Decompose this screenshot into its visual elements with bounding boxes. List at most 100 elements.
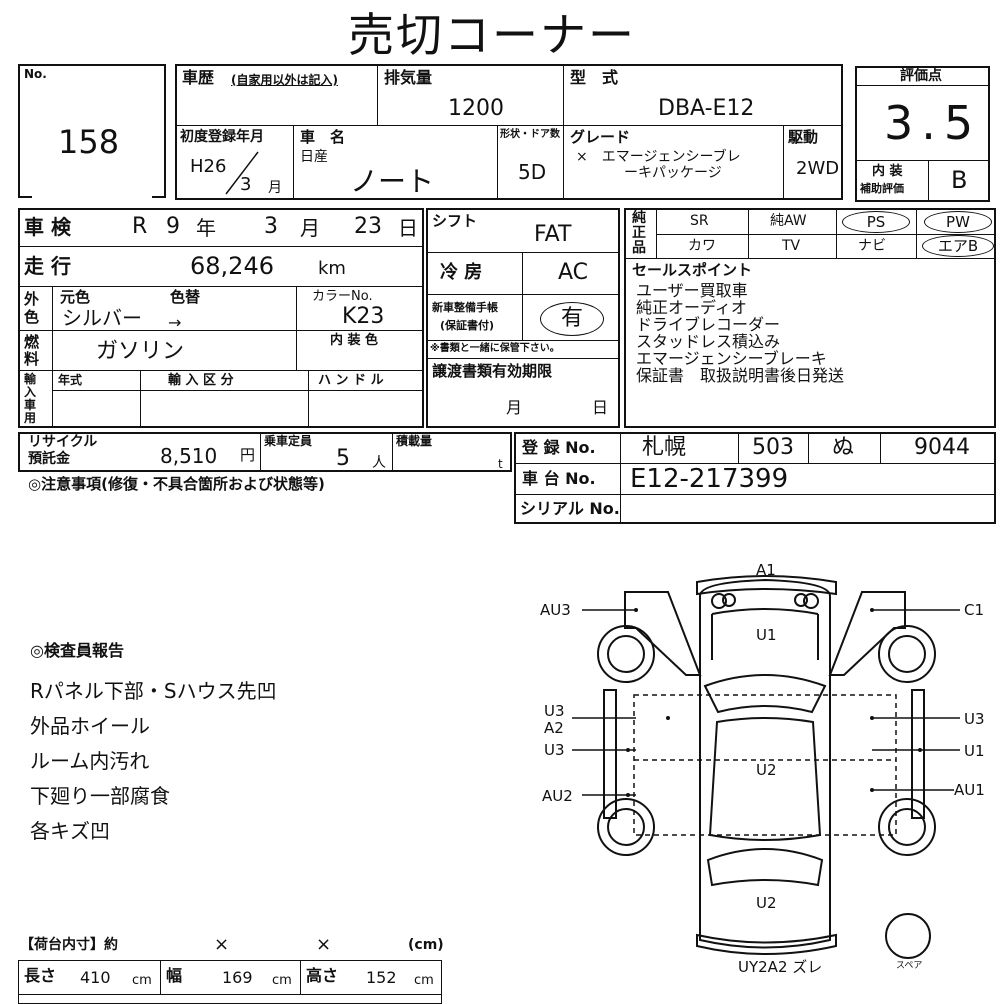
serial-label: シリアル No. — [520, 499, 620, 518]
import-handle-label: ハ ン ド ル — [318, 373, 384, 388]
inspector-line: ルーム内汚れ — [30, 749, 150, 773]
history-label: 車歴 — [182, 68, 215, 87]
cargo-length-cm: cm — [132, 973, 152, 988]
inspector-line: 下廻り一部腐食 — [30, 784, 170, 808]
color-code: K23 — [342, 304, 385, 329]
warranty-value: 有 — [540, 302, 604, 336]
color-value: シルバー — [62, 306, 142, 330]
recycle-label2: 預託金 — [28, 451, 70, 467]
color-side-label: 外色 — [24, 290, 46, 326]
registration-class: 503 — [752, 435, 794, 460]
color-orig-label: 元色 — [60, 288, 91, 306]
label-left-front: AU3 — [540, 601, 571, 619]
no-value: 158 — [58, 123, 120, 161]
fuel-label: 燃料 — [24, 334, 46, 368]
label-left-door-front: U3 — [544, 702, 565, 720]
rating-label: 評価点 — [900, 68, 942, 84]
equipment-label-text: 純正品 — [632, 210, 646, 256]
equip-sr: SR — [690, 213, 709, 229]
inspector-line: 外品ホイール — [30, 714, 150, 738]
inspector-line: 各キズ凹 — [30, 819, 110, 843]
selling-point-item: ユーザー買取車 — [636, 281, 748, 300]
cargo-times2: × — [316, 934, 332, 955]
label-roof: U2 — [756, 761, 777, 779]
label-left-door-rear: U3 — [544, 741, 565, 759]
car-name-value: ノート — [350, 165, 435, 198]
interior-rating-label1: 内 装 — [872, 164, 903, 179]
warranty-label1: 新車整備手帳 — [432, 301, 498, 314]
label-spare: スペア — [896, 961, 922, 971]
label-right-front: C1 — [964, 601, 984, 619]
cargo-times1: × — [214, 934, 230, 955]
label-right-rear: AU1 — [954, 781, 985, 799]
transfer-docs-label: 譲渡書類有効期限 — [432, 362, 553, 380]
cargo-height: 152 — [366, 968, 397, 987]
registration-table — [514, 432, 996, 524]
cargo-length: 410 — [80, 968, 111, 987]
inspection-month: 3 — [264, 214, 278, 239]
interior-rating-value: B — [951, 166, 968, 194]
selling-point-item: ドライブレコーダー — [636, 315, 781, 334]
car-name-label: 車 名 — [300, 128, 346, 146]
selling-point-item: 保証書 取扱説明書後日発送 — [636, 366, 845, 385]
color-side-label-text: 外色 — [24, 290, 40, 326]
first-reg-slash — [225, 151, 259, 195]
label-hood: U1 — [756, 626, 777, 644]
interior-color-label: 内 装 色 — [330, 333, 379, 348]
selling-points-list: ユーザー買取車 純正オーディオ ドライブレコーダー スタッドレス積込み エマージ… — [636, 282, 844, 384]
import-type-label: 輸 入 区 分 — [168, 373, 234, 388]
equip-leather: カワ — [688, 238, 716, 254]
cargo-width-cm: cm — [272, 973, 292, 988]
inspection-day-unit: 日 — [398, 216, 418, 240]
capacity-unit: 人 — [372, 455, 386, 471]
equipment-label: 純正品 — [632, 211, 647, 256]
mileage-value: 68,246 — [190, 252, 274, 280]
color-code-label: カラーNo. — [312, 289, 373, 304]
inspection-year-unit: 年 — [196, 216, 216, 240]
label-trunk: U2 — [756, 894, 777, 912]
selling-point-item: 純正オーディオ — [636, 298, 747, 317]
label-right-door-rear: U1 — [964, 742, 985, 760]
fuel-label-text: 燃料 — [24, 333, 40, 368]
inspection-era: R — [132, 214, 148, 239]
inspector-line: Rパネル下部・Sハウス先凹 — [30, 679, 277, 703]
number-box: No. 158 — [18, 64, 166, 198]
cargo-unit: (cm) — [408, 937, 444, 953]
equip-pw: PW — [924, 211, 992, 233]
first-reg-month-unit: 月 — [268, 180, 282, 196]
load-label: 積載量 — [396, 434, 433, 448]
transfer-month-unit: 月 — [506, 398, 523, 417]
registration-number: 9044 — [914, 435, 970, 460]
label-left-door-front2: A2 — [544, 719, 564, 737]
grade-line1: × エマージェンシーブレ — [576, 149, 741, 165]
displacement-label: 排気量 — [384, 68, 433, 87]
chassis-label: 車 台 No. — [522, 469, 596, 488]
chassis-value: E12-217399 — [630, 464, 789, 494]
drive-value: 2WD — [796, 158, 840, 179]
notes-heading: ◎注意事項(修復・不具合箇所および状態等) — [28, 475, 325, 493]
fuel-value: ガソリン — [96, 339, 185, 364]
warranty-label2: (保証書付) — [440, 319, 495, 332]
no-label: No. — [24, 67, 47, 81]
cargo-heading: 【荷台内寸】約 — [20, 937, 118, 953]
spec-table — [426, 208, 620, 428]
warranty-note: ※書類と一緒に保管下さい。 — [430, 343, 560, 354]
label-front-bumper: A1 — [756, 561, 776, 579]
inspector-lines: Rパネル下部・Sハウス先凹 外品ホイール ルーム内汚れ 下廻り一部腐食 各キズ凹 — [30, 674, 277, 849]
rating-value: 3.5 — [884, 96, 982, 150]
cargo-height-cm: cm — [414, 973, 434, 988]
mileage-label: 走 行 — [24, 254, 71, 278]
first-reg-month: 3 — [240, 174, 252, 195]
selling-point-item: エマージェンシーブレーキ — [636, 349, 827, 368]
equip-ps: PS — [842, 211, 910, 233]
drive-label: 駆動 — [788, 128, 819, 146]
recycle-value: 8,510 — [160, 444, 218, 468]
label-left-rear: AU2 — [542, 787, 573, 805]
doors-value: 5D — [518, 160, 547, 184]
doors-label: 形状・ドア数 — [500, 129, 560, 140]
inspection-label: 車 検 — [24, 215, 71, 239]
equip-navi: ナビ — [858, 238, 886, 254]
model-value: DBA-E12 — [658, 96, 755, 121]
grade-line2: ーキパッケージ — [624, 165, 722, 181]
car-maker: 日産 — [300, 149, 328, 165]
